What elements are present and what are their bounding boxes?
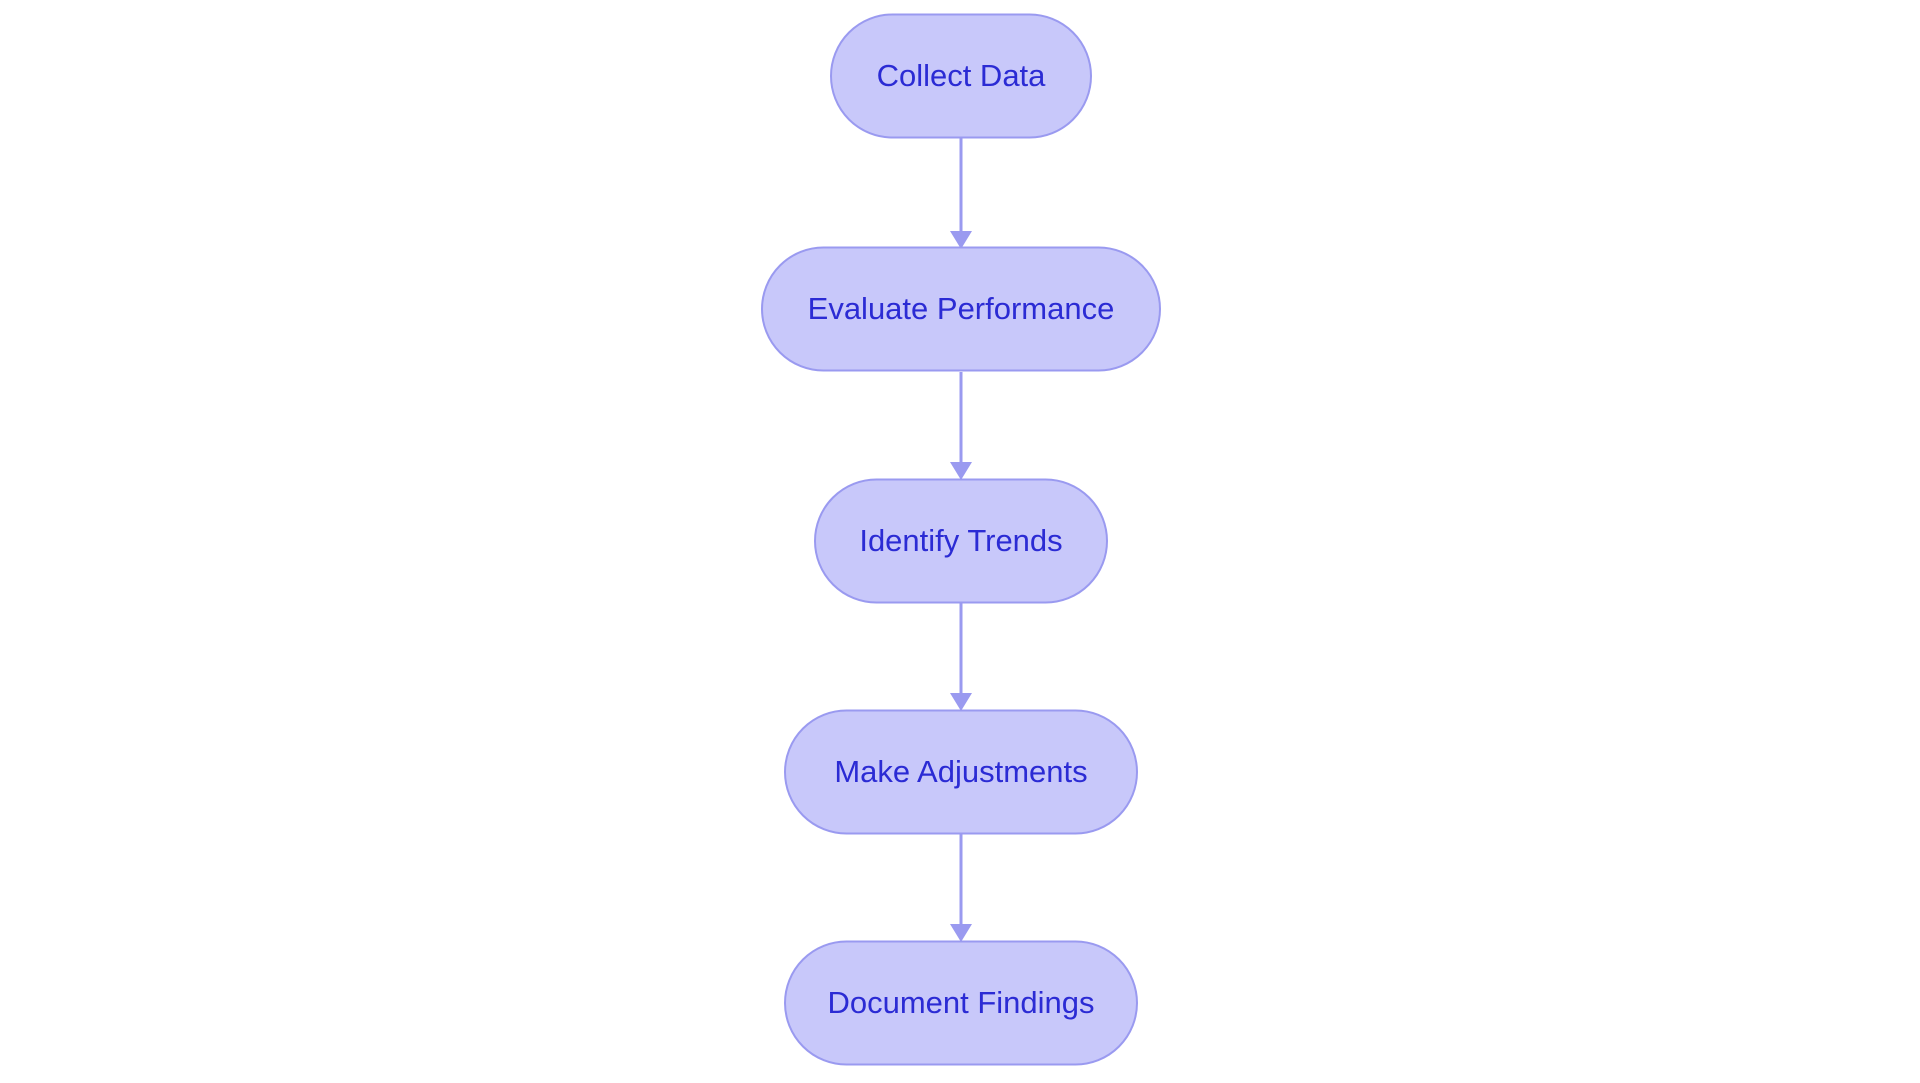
node-make-adjustments[interactable]: Make Adjustments (784, 709, 1138, 835)
node-label: Identify Trends (859, 523, 1062, 558)
node-shape-stadium[interactable] (784, 940, 1138, 1066)
node-identify-trends[interactable]: Identify Trends (814, 478, 1108, 604)
node-evaluate-performance[interactable]: Evaluate Performance (761, 246, 1161, 372)
node-shape-stadium[interactable] (814, 478, 1108, 604)
arrowhead-icon (950, 924, 972, 942)
node-shape-stadium[interactable] (784, 709, 1138, 835)
node-shape-stadium[interactable] (830, 13, 1092, 139)
edge-make-adjustments-to-document-findings (950, 834, 972, 942)
edge-evaluate-performance-to-identify-trends (950, 372, 972, 480)
edge-identify-trends-to-make-adjustments (950, 603, 972, 711)
edge-collect-data-to-evaluate-performance (950, 137, 972, 249)
edge-group (950, 137, 972, 942)
node-label: Make Adjustments (834, 754, 1087, 789)
node-group: Collect Data Evaluate Performance Identi… (761, 13, 1161, 1066)
node-label: Collect Data (877, 58, 1047, 93)
node-label: Document Findings (827, 985, 1094, 1020)
arrowhead-icon (950, 231, 972, 249)
node-shape-stadium[interactable] (761, 246, 1161, 372)
node-label: Evaluate Performance (808, 291, 1115, 326)
arrowhead-icon (950, 693, 972, 711)
node-collect-data[interactable]: Collect Data (830, 13, 1092, 139)
arrowhead-icon (950, 462, 972, 480)
node-document-findings[interactable]: Document Findings (784, 940, 1138, 1066)
